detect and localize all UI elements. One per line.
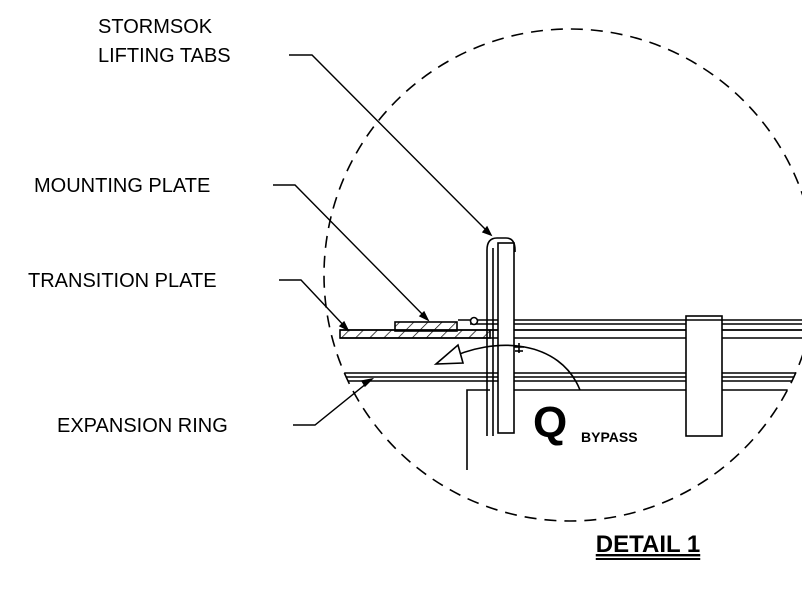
- leader-transition: [279, 279, 349, 331]
- leader-stormsok: [289, 54, 492, 236]
- bypass-flow-arrow: [433, 343, 581, 391]
- flow-symbol: Q: [533, 398, 567, 447]
- mounting-plate: [394, 321, 458, 332]
- leader-mounting: [273, 184, 429, 321]
- label-mounting-plate: MOUNTING PLATE: [34, 175, 210, 197]
- lower-housing: [466, 389, 490, 470]
- lifting-tab: [497, 242, 515, 434]
- label-expansion-ring: EXPANSION RING: [57, 415, 228, 437]
- label-transition-plate: TRANSITION PLATE: [28, 270, 217, 292]
- flow-subscript: BYPASS: [581, 429, 638, 445]
- right-support: [685, 315, 723, 437]
- leader-lines: [273, 54, 493, 426]
- detail-title: DETAIL 1: [596, 531, 700, 558]
- section-geometry: [339, 237, 802, 470]
- detail-circle: [323, 28, 802, 522]
- leader-expansion: [293, 378, 373, 426]
- label-stormsok-line1: STORMSOK: [98, 16, 213, 38]
- label-stormsok-line2: LIFTING TABS: [98, 45, 231, 67]
